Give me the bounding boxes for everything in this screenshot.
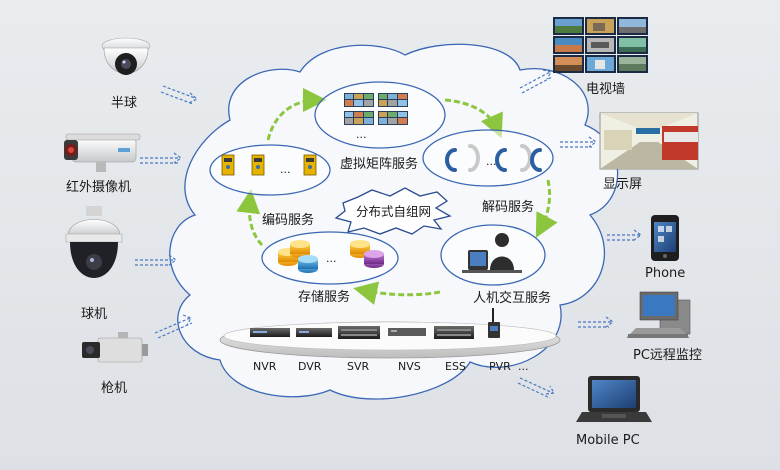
- matrix-monitors: [344, 93, 408, 125]
- arrow-box: [154, 314, 193, 339]
- infrared-camera-icon: [64, 133, 141, 172]
- arrow-infrared: [140, 152, 183, 164]
- arrow-tv-wall: [519, 69, 553, 94]
- arrow-pc-remote: [578, 316, 615, 328]
- dome-camera-label: 半球: [111, 96, 137, 111]
- svr-device: [338, 326, 380, 339]
- encoder-icons: [221, 154, 317, 176]
- infrared-camera-label: 红外摄像机: [66, 179, 131, 195]
- display-screen-icon: [599, 112, 699, 170]
- decoding-label: 解码服务: [482, 199, 534, 215]
- service-links: [236, 88, 558, 305]
- encoding-label: 编码服务: [262, 212, 314, 228]
- storage-icons: [278, 240, 384, 273]
- operator-icon: [462, 233, 522, 273]
- nvs-device: [388, 328, 426, 336]
- tv-wall-label: 电视墙: [586, 82, 625, 97]
- device-label-more: ...: [518, 360, 529, 373]
- mobile-pc-label: Mobile PC: [576, 433, 640, 448]
- box-camera-label: 枪机: [101, 380, 127, 396]
- encoding-ellipse: [209, 144, 331, 196]
- arrow-ptz: [135, 254, 178, 266]
- device-label-svr: SVR: [347, 360, 370, 373]
- device-label-ess: ESS: [445, 360, 466, 373]
- ess-device: [434, 326, 474, 339]
- mobile-pc-icon: [576, 376, 652, 422]
- output-arrows: [517, 69, 643, 399]
- decoder-icons: [445, 144, 542, 172]
- device-label-pvr: PVR: [489, 360, 511, 373]
- decoding-ellipse: [422, 129, 554, 187]
- arrow-dome: [160, 85, 199, 105]
- dvr-device: [296, 328, 332, 337]
- storage-ellipsis: ...: [326, 252, 337, 265]
- pc-remote-label: PC远程监控: [633, 348, 702, 363]
- matrix-ellipsis: ...: [356, 128, 367, 141]
- input-arrows: [135, 85, 199, 339]
- network-label: 分布式自组网: [356, 204, 431, 219]
- decoder-ellipsis: ...: [486, 155, 497, 168]
- device-tray: [219, 308, 561, 359]
- link-encode-matrix: [266, 88, 327, 141]
- link-hmi-storage: [353, 281, 441, 305]
- encoder-ellipsis: ...: [280, 163, 291, 176]
- phone-label: Phone: [645, 266, 685, 281]
- self-organizing-network-star: [334, 187, 452, 235]
- device-label-nvs: NVS: [398, 360, 421, 373]
- box-camera-icon: [82, 332, 148, 363]
- arrow-phone: [607, 229, 643, 241]
- pc-remote-icon: [626, 291, 691, 338]
- link-decode-hmi: [535, 179, 558, 238]
- device-label-dvr: DVR: [298, 360, 322, 373]
- arrow-mobile-pc: [517, 377, 555, 399]
- hmi-ellipse: [440, 224, 546, 286]
- virtual-matrix-label: 虚拟矩阵服务: [340, 156, 418, 172]
- dome-camera-icon: [101, 37, 151, 75]
- phone-icon: [651, 215, 679, 261]
- ptz-camera-label: 球机: [81, 307, 107, 322]
- device-labels: NVR DVR SVR NVS ESS PVR ...: [253, 360, 529, 373]
- display-screen-label: 显示屏: [603, 177, 642, 192]
- link-storage-encode: [236, 189, 264, 247]
- arrow-display: [560, 136, 598, 148]
- nvr-device: [250, 328, 290, 337]
- storage-label: 存储服务: [298, 289, 350, 305]
- ptz-camera-icon: [65, 206, 123, 278]
- pvr-device: [488, 308, 500, 338]
- link-matrix-decode: [444, 98, 503, 139]
- tv-wall-icon: [553, 17, 648, 73]
- device-label-nvr: NVR: [253, 360, 277, 373]
- hmi-label: 人机交互服务: [473, 290, 551, 306]
